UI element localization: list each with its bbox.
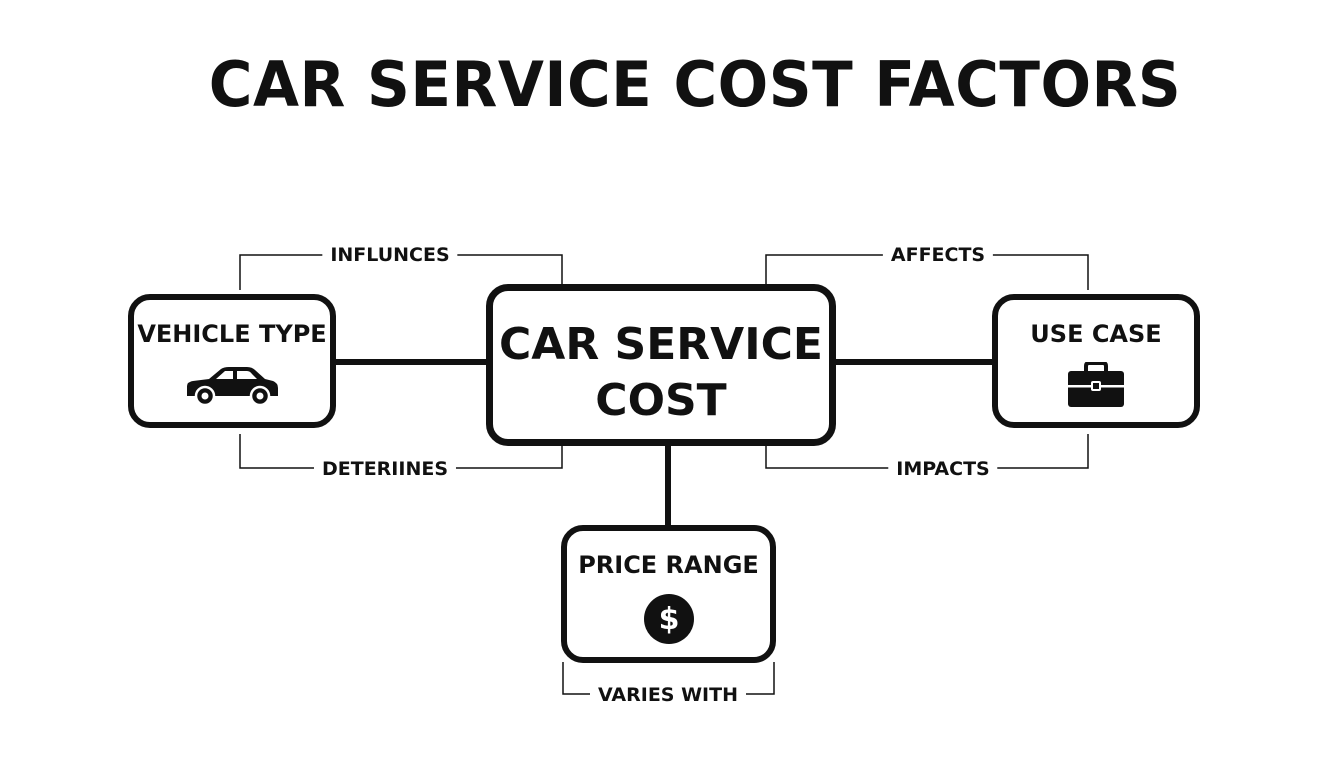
label-bottom-left: DETERIINES — [313, 458, 457, 480]
node-use-case-label: USE CASE — [1030, 320, 1162, 348]
briefcase-icon — [1066, 361, 1126, 413]
diagram-title: CAR SERVICE COST FACTORS — [208, 48, 1182, 121]
label-top-left: INFLUNCES — [322, 244, 458, 266]
center-label-line2: COST — [595, 375, 727, 426]
label-bottom: VARIES WITH — [590, 684, 746, 706]
dollar-icon: $ — [643, 593, 695, 650]
node-use-case: USE CASE — [992, 294, 1200, 428]
node-car-service-cost: CAR SERVICE COST — [486, 284, 836, 446]
label-top-right: AFFECTS — [882, 244, 994, 266]
car-icon — [183, 366, 281, 411]
node-price-range-label: PRICE RANGE — [578, 551, 759, 579]
center-label-line1: CAR SERVICE — [499, 319, 823, 370]
node-vehicle-type: VEHICLE TYPE — [128, 294, 336, 428]
node-price-range: PRICE RANGE $ — [561, 525, 776, 663]
svg-text:$: $ — [658, 602, 679, 637]
label-bottom-right: IMPACTS — [888, 458, 998, 480]
node-vehicle-type-label: VEHICLE TYPE — [137, 320, 327, 348]
center-label: CAR SERVICE COST — [493, 317, 829, 429]
